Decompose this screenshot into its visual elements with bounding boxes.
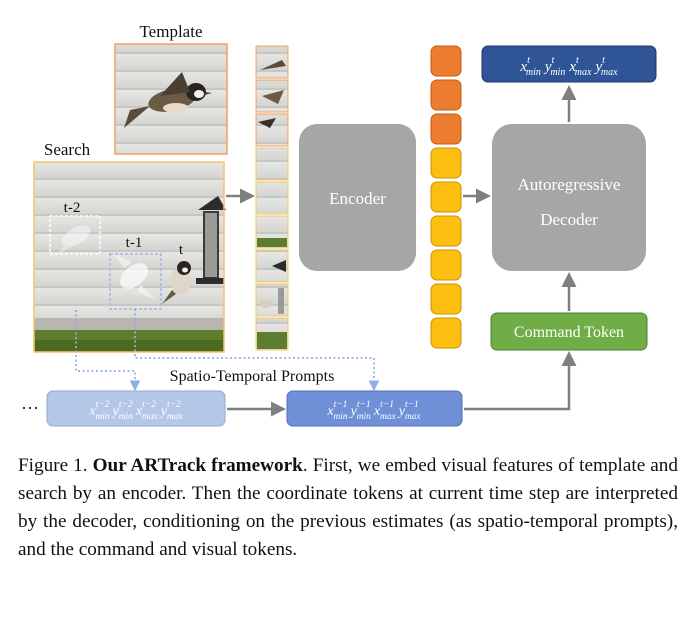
- prompt-dotted-connector-t2: [75, 310, 141, 392]
- bird-current-t-icon: [162, 261, 191, 304]
- p1-xmax-sup: t−1: [380, 400, 394, 410]
- p1-xmax-sub: max: [380, 412, 397, 422]
- template-image: [114, 43, 228, 155]
- bird-ghost-t2-icon: [56, 225, 91, 256]
- bird-feeder-icon: [196, 196, 226, 284]
- out-ymin: y: [543, 59, 552, 75]
- image-patch-column: [255, 45, 289, 351]
- figure-caption: Figure 1. Our ARTrack framework. First, …: [18, 452, 678, 564]
- time-label-t: t: [179, 242, 184, 258]
- out-xmax: x: [568, 59, 576, 75]
- spatio-temporal-prompts-label: Spatio-Temporal Prompts: [170, 368, 335, 385]
- template-label: Template: [139, 22, 202, 41]
- out-ymax-sub: max: [601, 67, 618, 78]
- decoder-label-line2: Decoder: [540, 210, 598, 229]
- p1-ymin-sub: min: [357, 412, 372, 422]
- time-label-t2: t-2: [64, 200, 81, 216]
- p2-ymin-sub: min: [119, 412, 134, 422]
- out-xmin-sub: min: [526, 67, 541, 78]
- p1-xmin-sup: t−1: [334, 400, 348, 410]
- bird-ghost-t1-icon: [114, 254, 156, 300]
- prompt-t1-to-command-arrow: [464, 351, 577, 411]
- p1-xmin-sub: min: [333, 412, 348, 422]
- out-ymax-sup: t: [602, 55, 605, 66]
- p1-ymax-sup: t−1: [405, 400, 419, 410]
- prompt-dotted-connector-t1: [134, 309, 380, 392]
- artrack-framework-diagram: Template Search: [21, 22, 657, 427]
- out-xmax-sub: max: [575, 67, 592, 78]
- caption-body: . First, we embed visual features of tem…: [18, 455, 678, 560]
- autoregressive-decoder-block: Autoregressive Decoder: [492, 124, 646, 271]
- visual-token-column: [430, 45, 462, 349]
- p2-xmin-sup: t−2: [96, 400, 110, 410]
- p2-xmin-sub: min: [95, 412, 110, 422]
- command-token-label: Command Token: [514, 324, 624, 341]
- encoder-label: Encoder: [329, 189, 386, 208]
- p1-ymin-sup: t−1: [357, 400, 371, 410]
- decoder-label-line1: Autoregressive: [518, 175, 621, 194]
- search-label: Search: [44, 140, 91, 159]
- bird-icon: [124, 72, 212, 128]
- caption-bold-title: Our ARTrack framework: [92, 455, 303, 476]
- p2-xmax-sup: t−2: [142, 400, 156, 410]
- p2-ymax-sub: max: [167, 412, 184, 422]
- out-xmax-sup: t: [576, 55, 579, 66]
- p2-ymax-sup: t−2: [167, 400, 181, 410]
- out-xmin-sup: t: [527, 55, 530, 66]
- command-token-block: Command Token: [490, 312, 648, 351]
- caption-prefix: Figure 1.: [18, 455, 93, 476]
- p2-ymin-sup: t−2: [119, 400, 133, 410]
- encoder-block: Encoder: [299, 124, 416, 271]
- out-xmin: x: [519, 59, 527, 75]
- search-image: t-2 t-1 t: [33, 161, 226, 353]
- p1-ymax-sub: max: [405, 412, 422, 422]
- p2-xmax-sub: max: [142, 412, 159, 422]
- out-ymin-sup: t: [552, 55, 555, 66]
- ellipsis: ···: [21, 398, 39, 418]
- out-ymin-sub: min: [550, 67, 565, 78]
- out-ymax: y: [593, 59, 602, 75]
- time-label-t1: t-1: [126, 235, 143, 251]
